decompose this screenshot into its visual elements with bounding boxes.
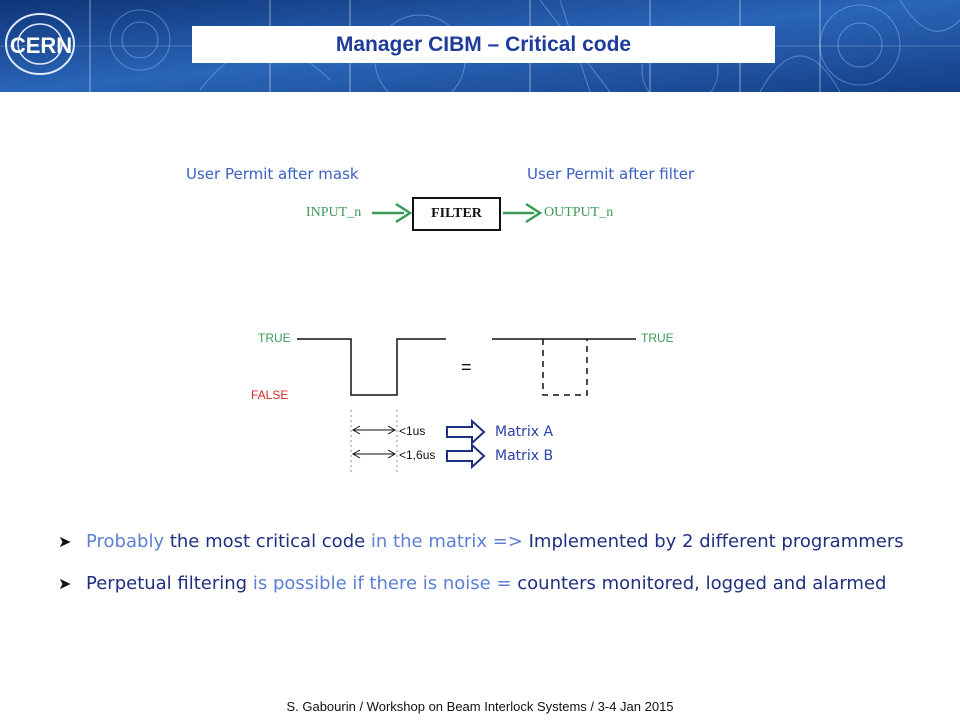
filter-block: FILTER	[412, 197, 501, 231]
title-box: Manager CIBM – Critical code	[192, 26, 775, 63]
bullet-critical-code: ➤ Probably the most critical code in the…	[58, 527, 918, 556]
footer-credit: S. Gabourin / Workshop on Beam Interlock…	[286, 699, 674, 714]
filter-block-label: FILTER	[431, 206, 482, 221]
caption-after-filter: User Permit after filter	[527, 165, 695, 183]
timing-b: <1,6us	[399, 448, 436, 462]
input-label: INPUT_n	[306, 205, 362, 220]
bullet-2-segment: counters monitored, logged and alarmed	[511, 573, 887, 594]
cern-logo: CERN	[5, 13, 75, 75]
matrix-a-block-arrow	[446, 418, 486, 446]
input-arrow-head	[395, 202, 413, 224]
caption-after-mask: User Permit after mask	[186, 165, 359, 183]
bullet-perpetual-filtering: ➤ Perpetual filtering is possible if the…	[58, 569, 918, 598]
bullet-2-segment: is possible if there is noise =	[247, 573, 512, 594]
timing-a: <1us	[399, 424, 426, 438]
matrix-b-label: Matrix B	[495, 448, 554, 464]
bullet-arrow-icon: ➤	[58, 574, 72, 593]
output-label: OUTPUT_n	[544, 205, 614, 220]
output-arrow-head	[525, 202, 543, 224]
header-banner: CERN Manager CIBM – Critical code	[0, 0, 960, 92]
input-waveform	[297, 338, 446, 396]
bullet-2-segment: Perpetual filtering	[86, 573, 248, 594]
slide-title: Manager CIBM – Critical code	[335, 32, 632, 56]
false-label: FALSE	[251, 388, 289, 402]
bullet-1-segment: in the matrix =>	[370, 531, 523, 552]
masked-pulse-dashed	[542, 339, 588, 396]
bullet-list: ➤ Probably the most critical code in the…	[58, 527, 918, 611]
bullet-arrow-icon: ➤	[58, 532, 72, 551]
bullet-1-segment: the most critical code	[164, 531, 371, 552]
bullet-1-segment: Implemented by 2 different programmers	[522, 531, 904, 552]
matrix-a-label: Matrix A	[495, 424, 554, 440]
matrix-b-block-arrow	[446, 442, 486, 470]
bullet-1-segment: Probably	[86, 531, 165, 552]
equals-sign: =	[461, 357, 472, 377]
cern-logo-text: CERN	[10, 33, 72, 58]
true-label-left: TRUE	[258, 331, 291, 345]
true-label-right: TRUE	[641, 331, 674, 345]
